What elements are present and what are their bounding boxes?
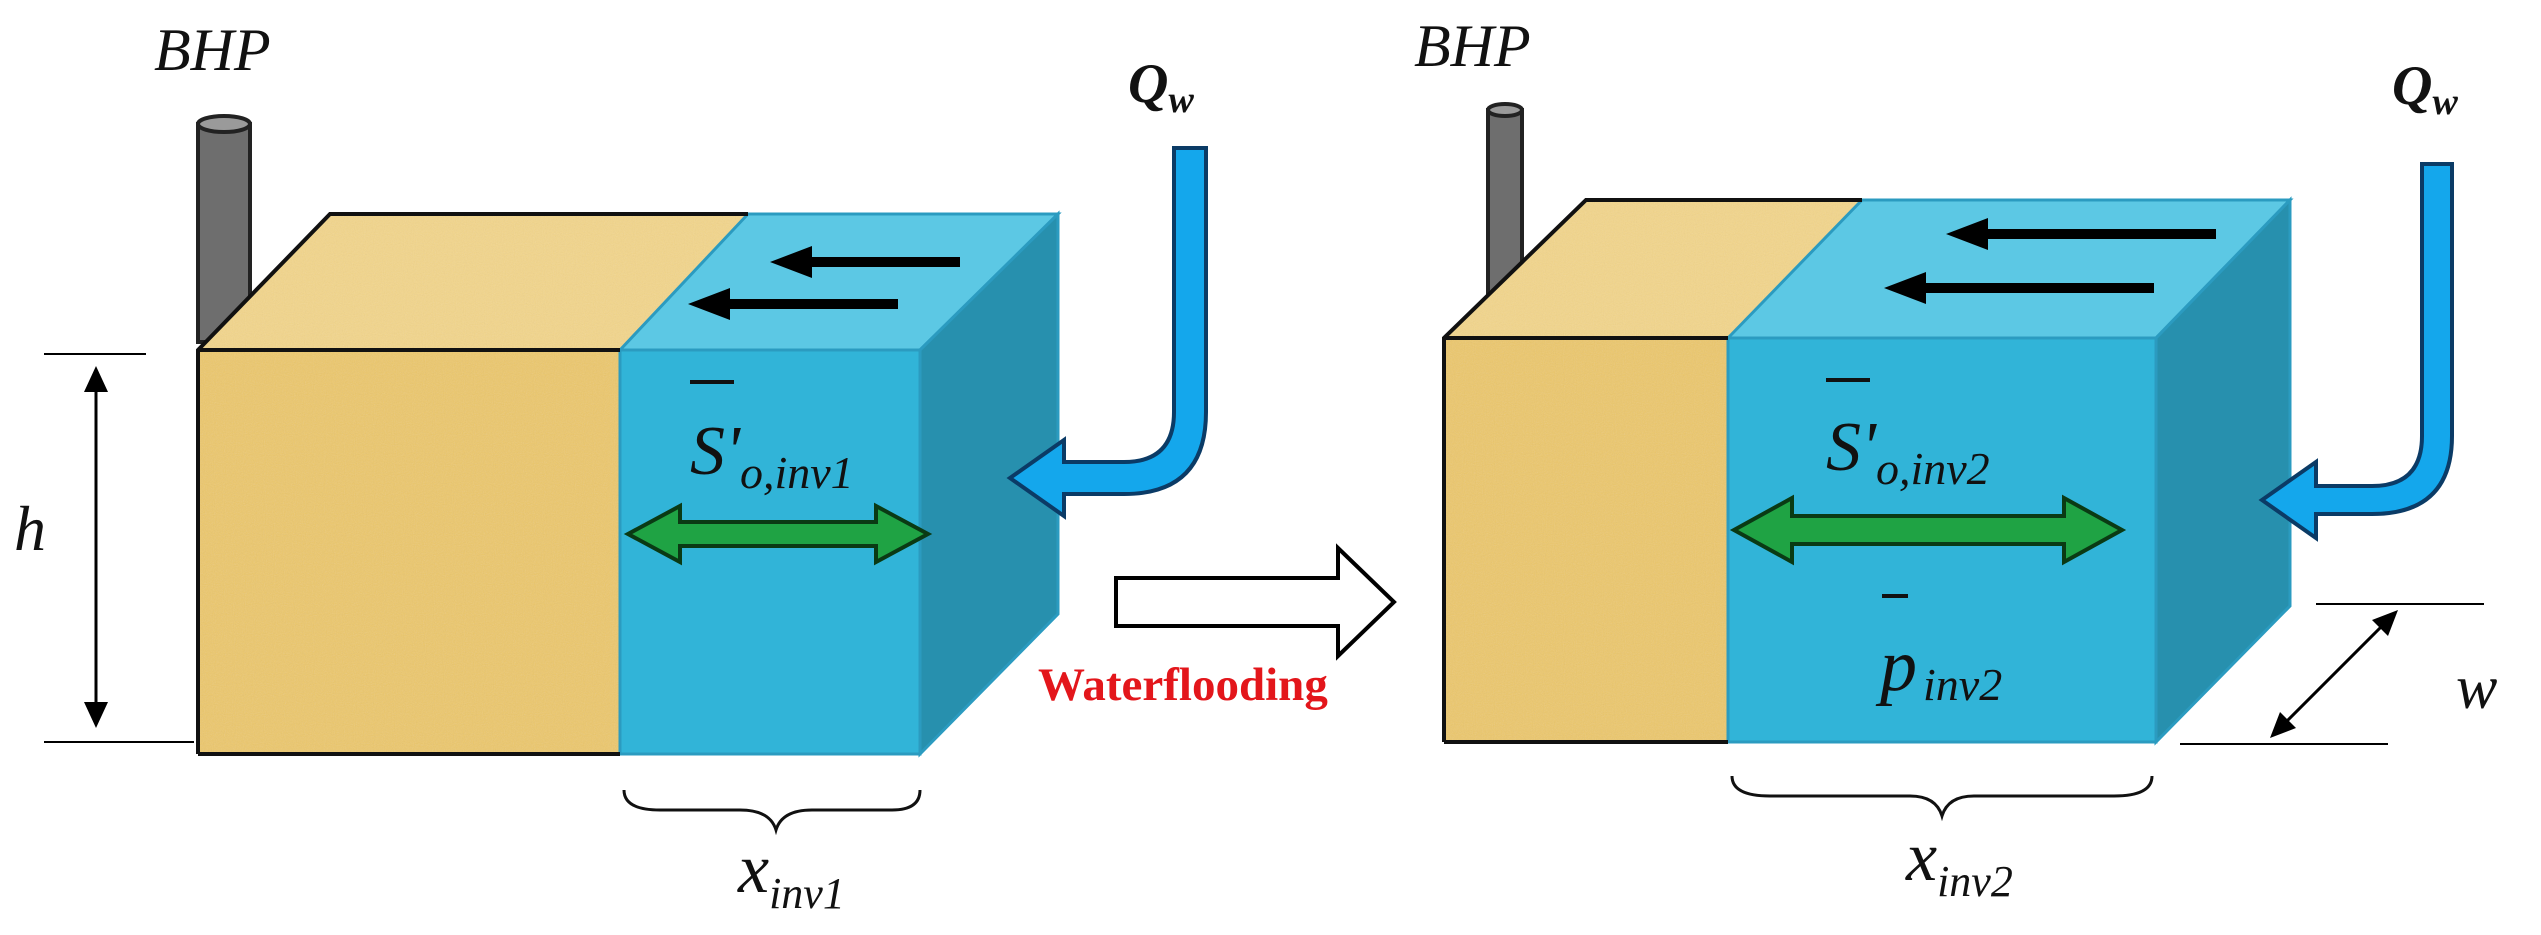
right-saturation-label: S'o,inv2 (1826, 409, 1990, 494)
left-saturation-label: S'o,inv1 (690, 413, 854, 498)
left-sand-top-face (198, 214, 748, 350)
right-saturation-double-arrow (1729, 494, 2127, 566)
right-p-main: p (1875, 625, 1917, 707)
left-reservoir-block (44, 114, 1208, 836)
waterflooding-transition: Waterflooding (1038, 543, 1397, 711)
width-dimension (2180, 603, 2484, 745)
right-reservoir-block (1442, 102, 2484, 822)
transition-hollow-arrow (1114, 543, 1397, 661)
left-saturation-double-arrow (623, 502, 933, 566)
right-water-side-face (2154, 196, 2292, 746)
left-q-sub: w (1168, 79, 1194, 121)
left-s-main: S' (690, 413, 741, 490)
waterflooding-label: Waterflooding (1038, 659, 1328, 711)
right-p-sub: inv2 (1923, 659, 2002, 710)
width-label: w (2456, 654, 2497, 722)
right-sand-top-face (1444, 200, 1862, 338)
left-injection-rate-label: Qw (1128, 53, 1194, 121)
right-injection-rate-label: Qw (2392, 55, 2458, 123)
right-front-label: xinv2 (1905, 819, 2013, 906)
right-injection-pipe (2258, 162, 2454, 542)
left-top-flow-arrow-1 (770, 246, 960, 278)
right-s-sub: o,inv2 (1876, 443, 1990, 494)
right-top-flow-arrow-1 (1946, 218, 2216, 250)
left-x-main: x (737, 831, 769, 908)
left-bhp-label: BHP (154, 17, 271, 83)
height-label: h (14, 493, 46, 564)
right-x-subscript: inv2 (1937, 857, 2013, 906)
right-sand-front-face (1444, 338, 1728, 742)
left-front-label: xxinv1 (737, 831, 845, 918)
left-s-sub: o,inv1 (740, 447, 854, 498)
left-sand-front-face (198, 350, 620, 754)
left-water-side-face (918, 210, 1060, 758)
left-production-well (196, 114, 252, 344)
height-dimension (44, 353, 194, 743)
left-x-subscript: inv1 (769, 869, 845, 918)
right-front-brace (1730, 775, 2154, 822)
left-top-flow-arrow-2 (688, 288, 898, 320)
left-front-brace (622, 789, 922, 836)
right-q-main: Q (2392, 55, 2432, 117)
right-x-main: x (1905, 819, 1937, 896)
right-s-main: S' (1826, 409, 1877, 486)
left-injection-pipe (1006, 146, 1208, 520)
left-q-main: Q (1128, 53, 1168, 115)
right-q-sub: w (2432, 81, 2458, 123)
right-bhp-label: BHP (1414, 13, 1531, 79)
right-top-flow-arrow-2 (1884, 272, 2154, 304)
